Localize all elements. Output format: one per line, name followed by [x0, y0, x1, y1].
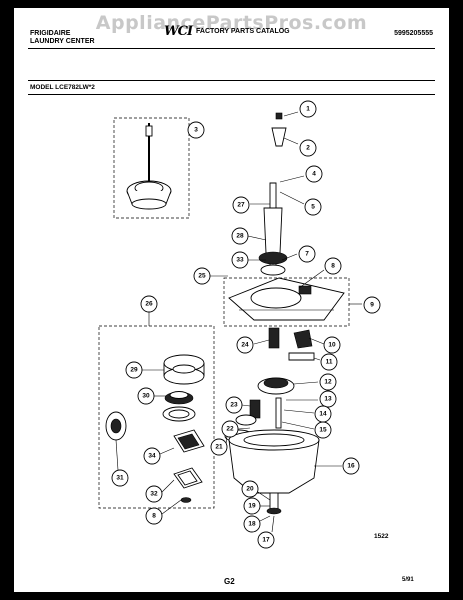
brand-line-1: FRIGIDAIRE	[30, 30, 71, 37]
header-rule	[28, 48, 435, 49]
callout-3: 3	[187, 121, 205, 139]
callout-label-22: 22	[226, 426, 234, 433]
callout-29: 29	[125, 361, 143, 379]
callout-label-28: 28	[236, 233, 244, 240]
callout-label-1: 1	[306, 106, 310, 113]
exploded-parts-drawing: 1 2 3 4 5 7 8 9 10 11 12 13 14 15 16 17 …	[98, 100, 381, 549]
callout-11: 11	[320, 353, 338, 371]
callout-label-12: 12	[324, 379, 332, 386]
callout-label-10: 10	[328, 342, 336, 349]
callout-23: 23	[225, 396, 243, 414]
callout-25: 25	[193, 267, 211, 285]
callout-1: 1	[299, 100, 317, 118]
callout-16: 16	[342, 457, 360, 475]
callout-label-11: 11	[326, 359, 333, 366]
drive-shaft-drawing	[258, 112, 288, 276]
callout-7: 7	[298, 245, 316, 263]
callout-30: 30	[137, 387, 155, 405]
callout-27: 27	[232, 196, 250, 214]
shaft-assembly-3-drawing	[126, 123, 172, 210]
callout-label-30: 30	[142, 393, 150, 400]
assembly-box-26	[98, 325, 215, 509]
callout-14: 14	[314, 405, 332, 423]
callout-19: 19	[243, 497, 261, 515]
catalog-number: 5995205555	[394, 30, 433, 37]
callout-28: 28	[231, 227, 249, 245]
gear-case-housing-drawing	[228, 429, 320, 515]
callout-label-23: 23	[230, 402, 238, 409]
callout-5: 5	[304, 198, 322, 216]
callout-label-7: 7	[305, 251, 309, 258]
figure-number: 1522	[374, 533, 389, 540]
callout-label-31: 31	[116, 475, 124, 482]
callout-8-washer: 8	[145, 507, 163, 525]
callout-label-29: 29	[130, 367, 138, 374]
callout-24: 24	[236, 336, 254, 354]
seal-kit-drawing	[105, 354, 205, 503]
callout-label-4: 4	[312, 171, 316, 178]
callout-label-19: 19	[248, 503, 256, 510]
callout-label-21: 21	[215, 444, 223, 451]
callout-label-8: 8	[331, 263, 335, 270]
callout-21: 21	[210, 438, 228, 456]
page-number: G2	[224, 577, 235, 586]
callout-15: 15	[314, 421, 332, 439]
gear-case-cover-drawing	[228, 277, 345, 321]
callout-label-16: 16	[347, 463, 355, 470]
callout-33: 33	[231, 251, 249, 269]
callout-13: 13	[319, 390, 337, 408]
callout-label-24: 24	[241, 342, 249, 349]
callout-label-9: 9	[370, 302, 374, 309]
revision-date: 5/91	[402, 577, 414, 583]
callout-31: 31	[111, 469, 129, 487]
callout-label-34: 34	[148, 453, 156, 460]
callout-label-17: 17	[262, 537, 270, 544]
callout-10: 10	[323, 336, 341, 354]
callout-label-13: 13	[324, 396, 332, 403]
callout-label-15: 15	[319, 427, 327, 434]
callout-label-32: 32	[150, 491, 158, 498]
callout-9: 9	[363, 296, 381, 314]
callout-8: 8	[324, 257, 342, 275]
callout-17: 17	[257, 531, 275, 549]
callout-label-3: 3	[194, 127, 198, 134]
callout-4: 4	[305, 165, 323, 183]
watermark: AppliancePartsPros.com	[95, 12, 368, 34]
callout-18: 18	[243, 515, 261, 533]
brand-line-2: LAUNDRY CENTER	[30, 38, 95, 45]
callout-20: 20	[241, 480, 259, 498]
callout-label-26: 26	[145, 301, 153, 308]
model-label: MODEL LCE782LW*2	[30, 84, 95, 91]
callout-label-5: 5	[311, 204, 315, 211]
callout-2: 2	[299, 139, 317, 157]
callout-label-27: 27	[237, 202, 245, 209]
wci-logo: WCI	[164, 24, 193, 39]
model-rule-top	[28, 80, 435, 81]
callout-label-33: 33	[236, 257, 244, 264]
callout-label-2: 2	[306, 145, 310, 152]
callout-12: 12	[319, 373, 337, 391]
callout-22: 22	[221, 420, 239, 438]
catalog-label: FACTORY PARTS CATALOG	[196, 28, 290, 35]
callout-32: 32	[145, 485, 163, 503]
model-rule-bottom	[28, 94, 435, 95]
callout-label-25: 25	[198, 273, 206, 280]
brand-block: FRIGIDAIRE LAUNDRY CENTER	[30, 30, 95, 46]
callout-label-18: 18	[248, 521, 256, 528]
assembly-box-3	[113, 117, 190, 219]
callout-label-8-washer: 8	[152, 513, 156, 520]
callout-26: 26	[140, 295, 158, 313]
catalog-title: WCI FACTORY PARTS CATALOG	[164, 24, 290, 39]
callout-label-20: 20	[246, 486, 254, 493]
callout-34: 34	[143, 447, 161, 465]
parts-diagram-page: AppliancePartsPros.com FRIGIDAIRE LAUNDR…	[14, 8, 449, 592]
callout-label-14: 14	[319, 411, 327, 418]
assembly-box-25	[223, 277, 350, 327]
